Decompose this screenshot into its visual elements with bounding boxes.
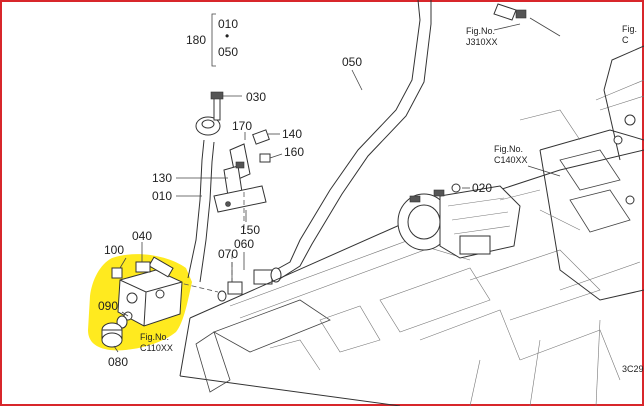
bracket-130-170 [223, 143, 251, 197]
plate-150 [213, 185, 267, 213]
fig-ref-c110-label: Fig.No. [140, 332, 169, 342]
right-housing [499, 45, 644, 301]
callout-050: 050 [342, 55, 362, 69]
fig-ref-right-code: C [622, 35, 629, 45]
bolt-030 [210, 91, 224, 121]
callout-040: 040 [132, 229, 152, 243]
fig-ref-j310-label: Fig.No. [466, 26, 495, 36]
oring-070 [217, 290, 227, 302]
group-180-dot: • [225, 29, 229, 43]
callout-090: 090 [98, 299, 118, 313]
callout-020: 020 [472, 181, 492, 195]
leader-lines [113, 23, 561, 353]
fitting-060 [227, 267, 282, 295]
callout-060: 060 [234, 237, 254, 251]
hydraulic-block [397, 185, 521, 259]
group-180-to: 050 [218, 45, 238, 59]
tube-010 [187, 116, 221, 283]
group-180-from: 010 [218, 17, 238, 31]
callout-080: 080 [108, 355, 128, 369]
fig-ref-c110-code: C110XX [140, 343, 173, 353]
group-180-label: 180 [186, 33, 206, 47]
nut-100 [111, 267, 123, 279]
callout-100: 100 [104, 243, 124, 257]
callout-150: 150 [240, 223, 260, 237]
top-connector [493, 3, 561, 37]
washer-020 [451, 183, 461, 193]
callout-010: 010 [152, 189, 172, 203]
fig-ref-c140-code: C140XX [494, 155, 528, 165]
fig-ref-c140-label: Fig.No. [494, 144, 523, 154]
callout-070: 070 [218, 247, 238, 261]
callout-160: 160 [284, 145, 304, 159]
callout-030: 030 [246, 90, 266, 104]
callout-130: 130 [152, 171, 172, 185]
fig-ref-j310-code: J310XX [466, 37, 498, 47]
fitting-140 [252, 129, 270, 145]
tube-050 [271, 0, 432, 281]
fitting-160 [259, 153, 271, 163]
callout-170: 170 [232, 119, 252, 133]
group-180-bracket [211, 13, 216, 67]
callout-140: 140 [282, 127, 302, 141]
fitting-040 [135, 261, 151, 273]
drawing-id: 3C29 [622, 364, 644, 374]
plug-080 [101, 322, 123, 348]
fig-ref-right-label: Fig. [622, 24, 637, 34]
